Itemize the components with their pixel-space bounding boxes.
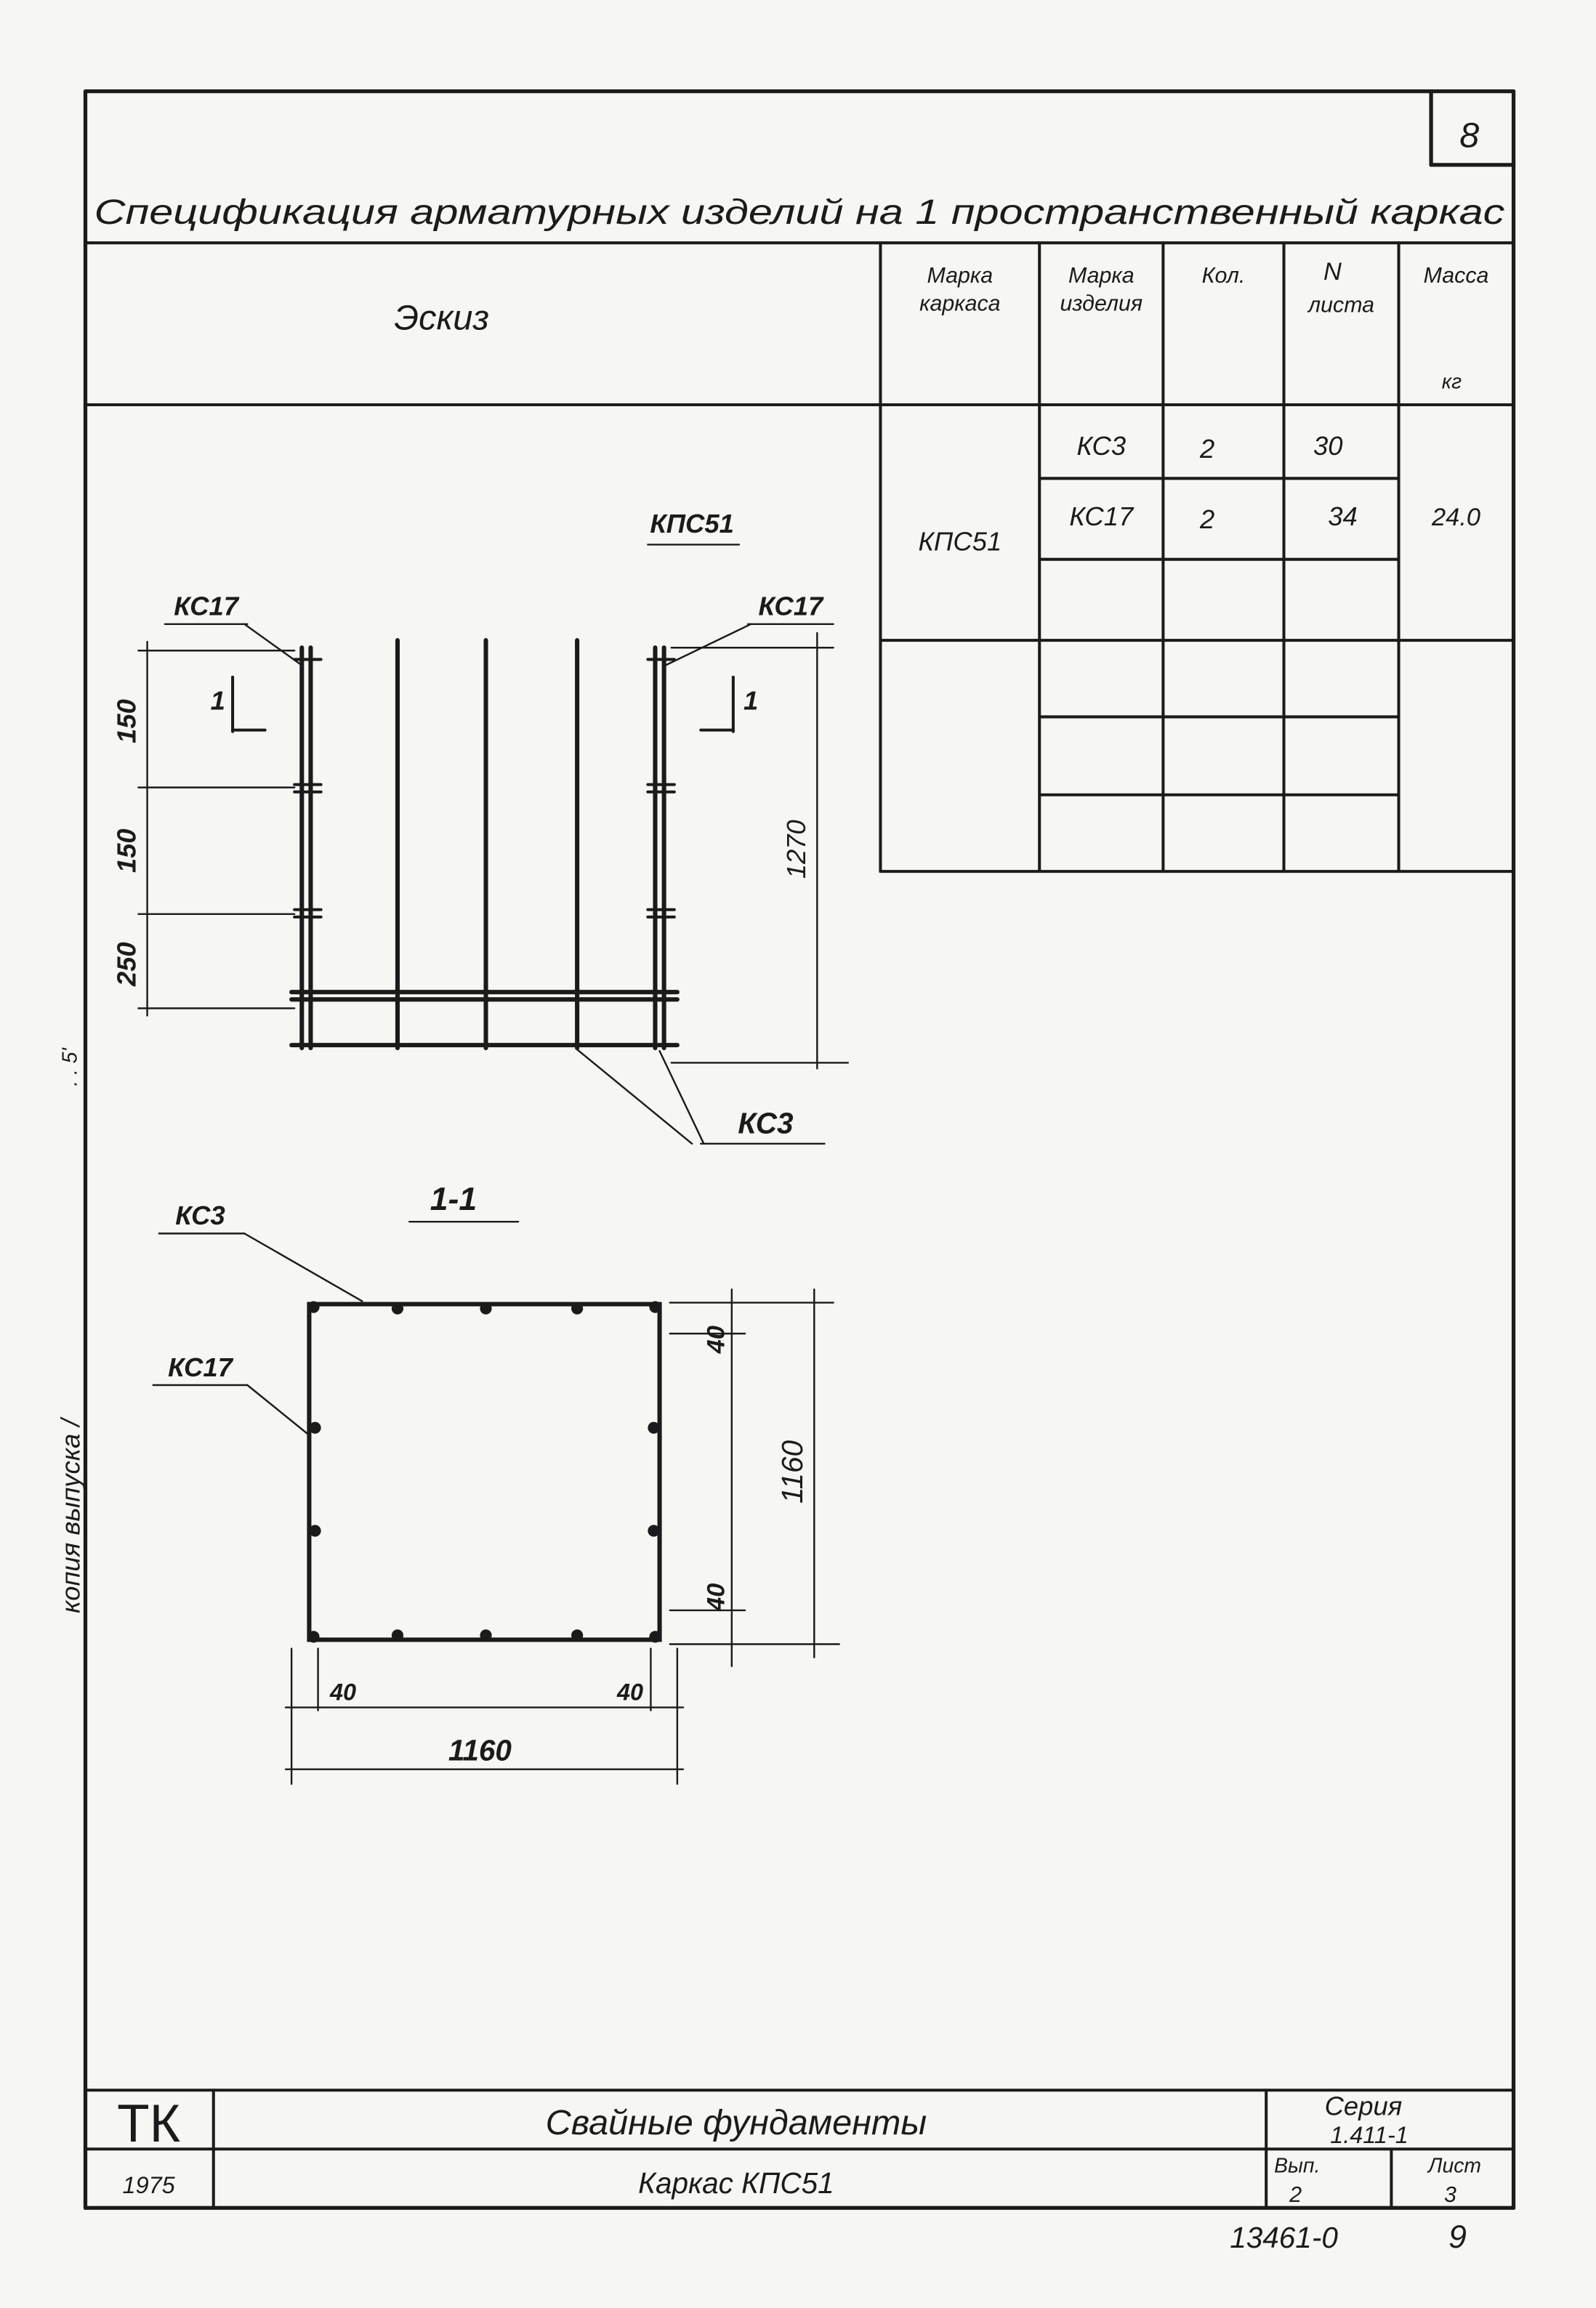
header-sheet-no-line1: N [1323,258,1342,286]
table-header: Марка каркаса Марка изделия Кол. N листа… [919,258,1488,394]
leader-line [246,1384,310,1437]
rebar-dot [649,1301,661,1313]
cell-item-mark: КС3 [1076,431,1126,461]
section-mark-number: 1 [743,685,758,715]
section-outline [307,1302,662,1642]
leader-line [658,1049,705,1145]
leader-line [576,1048,693,1145]
label-top-ks3: КС3 [175,1201,225,1230]
rebar-dot [648,1525,660,1537]
leader-line [243,623,303,666]
leader-line [243,1232,363,1302]
sheet-number: 8 [1459,116,1479,156]
series-label: Серия [1325,2091,1403,2121]
cell-mass: 24.0 [1431,504,1480,531]
right-dimension-chain [669,1288,840,1668]
rebar-dot [571,1629,584,1642]
cell-quantity: 2 [1199,434,1214,464]
dimension-150: 150 [111,699,141,743]
section-view: 1-1 КС3 КС17 [152,1182,840,1786]
rebar-dot [307,1301,320,1313]
tie-marks [293,658,676,919]
rebar-dot [391,1302,404,1315]
issue-label: Вып. [1274,2155,1320,2178]
rebar-dot [309,1421,321,1434]
cell-item-mark: КС17 [1069,501,1134,531]
section-title: 1-1 [430,1182,477,1217]
sketch-header: Эскиз [394,299,489,338]
dimension-40: 40 [329,1679,356,1705]
margin-note: копия выпуска / [55,1416,85,1613]
sheet-number-block: 3 [1444,2182,1456,2207]
header-item-mark-line2: изделия [1060,291,1143,315]
rebar-dot [307,1631,320,1643]
header-mass-unit: кг [1442,371,1462,394]
elevation-view: КПС51 КС17 КС17 [111,509,850,1145]
margin-mark: . . 5' [58,1047,81,1086]
header-quantity: Кол. [1202,263,1246,288]
spec-table-grid [84,241,1515,873]
rebar-dot [648,1421,660,1434]
rebar-dot [309,1525,321,1537]
header-item-mark-line1: Марка [1068,263,1134,288]
cell-sheet-no: 30 [1313,431,1343,461]
right-dimension [670,632,850,1070]
rebar-dot [571,1302,584,1315]
series-number: 1.411-1 [1330,2122,1408,2148]
sheet-label: Лист [1427,2155,1481,2178]
rebar-bars [289,638,680,1051]
drawing-title: Каркас КПС51 [638,2166,834,2200]
section-mark-right: 1 [699,675,758,733]
section-mark-left: 1 [211,675,267,733]
label-left-ks17: КС17 [174,592,240,621]
header-frame-mark-line2: каркаса [919,291,1000,315]
dimension-40: 40 [703,1583,730,1612]
label-side-ks17: КС17 [168,1352,234,1382]
dimension-250: 250 [111,942,141,987]
rebar-dots [307,1301,661,1643]
header-mass-line1: Масса [1424,263,1489,288]
dimension-1160: 1160 [775,1440,809,1504]
dimension-1160: 1160 [448,1734,512,1767]
leader-line [664,623,752,666]
page-number: 9 [1448,2219,1467,2255]
bottom-dimension-chain [284,1647,685,1786]
cell-frame-mark: КПС51 [918,527,1001,557]
header-sheet-no-line2: листа [1307,292,1374,317]
spec-title: Спецификация арматурных изделий на 1 про… [94,193,1505,232]
rebar-dot [649,1631,661,1643]
section-mark-number: 1 [211,685,225,715]
dimension-150: 150 [111,828,141,873]
cell-quantity: 2 [1199,504,1214,534]
rebar-dot [480,1629,492,1642]
table-body: КПС51 КС3 2 30 КС17 2 34 24.0 [918,431,1480,557]
issue-number: 2 [1289,2182,1302,2207]
title-block: ТК 1975 Свайные фундаменты Каркас КПС51 … [117,2091,1481,2208]
year: 1975 [123,2172,176,2198]
elevation-title: КПС51 [650,509,734,538]
dimension-40: 40 [616,1679,643,1705]
dimension-1270: 1270 [781,820,811,879]
archive-number: 13461-0 [1230,2221,1338,2254]
cell-sheet-no: 34 [1328,501,1358,531]
rebar-dot [480,1302,492,1315]
title-block-grid [84,2089,1515,2210]
rebar-dot [391,1629,404,1642]
left-dimension-chain [137,640,296,1017]
org-mark: ТК [117,2094,181,2153]
header-frame-mark-line1: Марка [927,263,994,288]
project-title: Свайные фундаменты [546,2103,927,2142]
sheet-frame [83,89,1516,2210]
label-right-ks17: КС17 [758,592,824,621]
label-bottom-ks3: КС3 [738,1107,794,1140]
dimension-40: 40 [703,1326,730,1354]
